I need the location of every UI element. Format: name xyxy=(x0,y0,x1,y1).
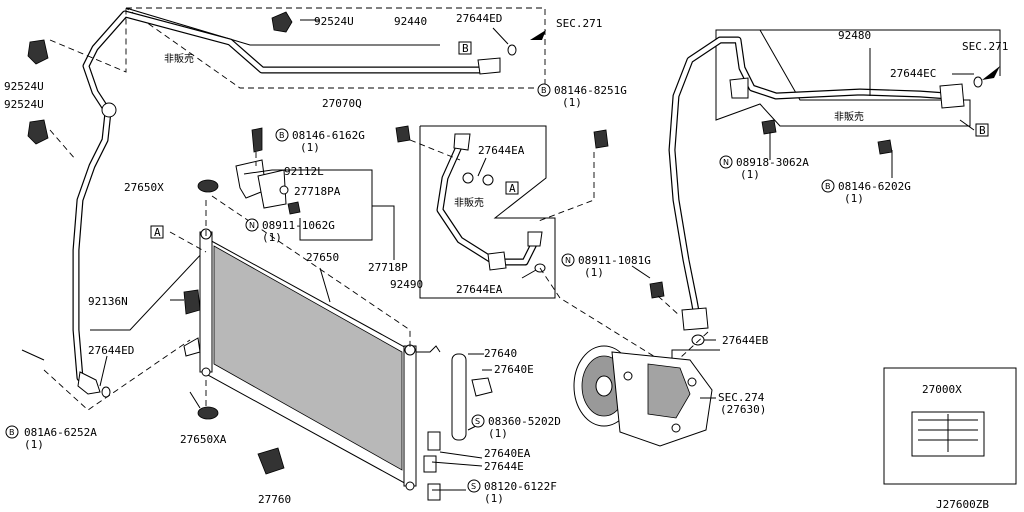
label-92524u-a: 92524U xyxy=(4,80,44,93)
label-08911-1062g-code: 08911-1062G xyxy=(262,219,335,232)
compressor-sec274 xyxy=(573,345,716,447)
label-92524u-b: 92524U xyxy=(4,98,44,111)
hose-92490-assembly xyxy=(395,125,661,361)
label-08146-6162g-qty: (1) xyxy=(300,141,320,154)
bolt-symbol-6202g: B xyxy=(825,182,831,191)
label-08360-code: 08360-5202D xyxy=(488,415,561,428)
label-27640ea: 27640EA xyxy=(484,447,531,460)
label-sec274-sub: (27630) xyxy=(720,403,766,416)
label-27640e: 27640E xyxy=(494,363,534,376)
label-27644e: 27644E xyxy=(484,460,524,473)
label-27760: 27760 xyxy=(258,493,291,506)
pipe-92480-assembly xyxy=(631,29,1001,359)
pipe-92440-assembly xyxy=(21,7,546,411)
bolt-symbol-6162g: B xyxy=(279,131,285,140)
label-08146-6202g-qty: (1) xyxy=(844,192,864,205)
screw-symbol-08120: S xyxy=(471,482,476,491)
label-08918-code: 08918-3062A xyxy=(736,156,809,169)
label-92490: 92490 xyxy=(390,278,423,291)
label-08120-qty: (1) xyxy=(484,492,504,505)
label-08146-6202g-code: 08146-6202G xyxy=(838,180,911,193)
bolt-symbol-8251g: B xyxy=(541,86,547,95)
brackets-92112l xyxy=(235,127,395,260)
label-hihanbai-3: 非販売 xyxy=(834,110,864,123)
label-081a6-code: 081A6-6252A xyxy=(24,426,97,439)
label-08911-1081g-qty: (1) xyxy=(584,266,604,279)
label-92440: 92440 xyxy=(394,15,427,28)
nut-symbol-1062g: N xyxy=(249,221,255,230)
condenser-27650 xyxy=(169,179,493,501)
label-08911-1081g-code: 08911-1081G xyxy=(578,254,651,267)
box-b-right: B xyxy=(979,124,986,137)
label-08918-qty: (1) xyxy=(740,168,760,181)
label-92136n: 92136N xyxy=(88,295,128,308)
label-sec271-right: SEC.271 xyxy=(962,40,1008,53)
label-92112l: 92112L xyxy=(284,165,324,178)
label-27640: 27640 xyxy=(484,347,517,360)
label-27718pa: 27718PA xyxy=(294,185,341,198)
label-27644ea-low: 27644EA xyxy=(456,283,503,296)
label-92524u-top: 92524U xyxy=(314,15,354,28)
label-hihanbai-2: 非販売 xyxy=(454,196,484,209)
box-b-top: B xyxy=(462,42,469,55)
label-box-27000x xyxy=(883,367,1017,485)
box-a-left: A xyxy=(154,226,161,239)
label-27644ec: 27644EC xyxy=(890,67,936,80)
nut-symbol-1081g: N xyxy=(565,256,571,265)
label-92480: 92480 xyxy=(838,29,871,42)
label-081a6-qty: (1) xyxy=(24,438,44,451)
arrow-sec271-left-icon xyxy=(530,30,546,40)
label-08911-1062g-qty: (1) xyxy=(262,231,282,244)
label-08146-8251g-code: 08146-8251G xyxy=(554,84,627,97)
bolt-symbol-081a6: B xyxy=(9,428,15,437)
diagram-id: J27600ZB xyxy=(936,498,989,511)
label-27650x: 27650X xyxy=(124,181,164,194)
label-27000x: 27000X xyxy=(922,383,962,396)
label-hihanbai-1: 非販売 xyxy=(164,52,194,65)
box-letters: B A A B xyxy=(150,41,989,239)
box-a-mid: A xyxy=(509,182,516,195)
label-08360-qty: (1) xyxy=(488,427,508,440)
label-08146-8251g-qty: (1) xyxy=(562,96,582,109)
label-27644ea-top: 27644EA xyxy=(478,144,525,157)
label-27650: 27650 xyxy=(306,251,339,264)
label-08120-code: 08120-6122F xyxy=(484,480,557,493)
arrows xyxy=(530,30,1000,80)
screw-symbol-08360: S xyxy=(475,417,480,426)
label-27644eb: 27644EB xyxy=(722,334,769,347)
label-27718p: 27718P xyxy=(368,261,408,274)
nut-symbol-08918: N xyxy=(723,158,729,167)
label-sec271-left: SEC.271 xyxy=(556,17,602,30)
label-27644ed-top: 27644ED xyxy=(456,12,502,25)
arrow-sec271-right-icon xyxy=(982,66,1000,80)
label-sec274: SEC.274 xyxy=(718,391,765,404)
label-27650xa: 27650XA xyxy=(180,433,227,446)
label-08146-6162g-code: 08146-6162G xyxy=(292,129,365,142)
label-27070q: 27070Q xyxy=(322,97,362,110)
circled-symbols: B B N B N S S N B xyxy=(5,83,835,493)
labels: 92524U 92440 27644ED SEC.271 非販売 92524U … xyxy=(4,12,1008,511)
label-27644ed-low: 27644ED xyxy=(88,344,134,357)
